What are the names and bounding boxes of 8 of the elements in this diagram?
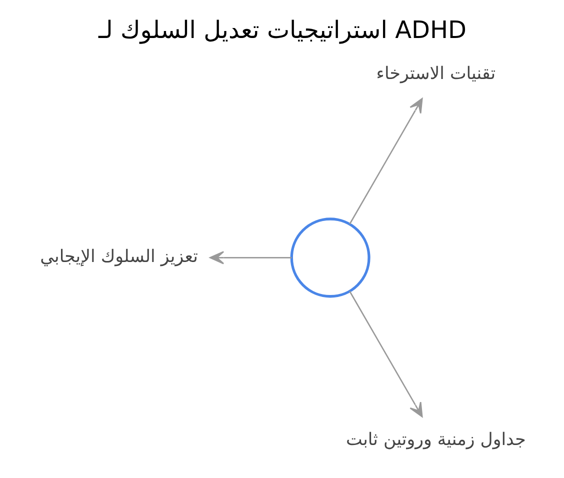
node-circle — [290, 218, 370, 298]
arrow — [348, 290, 422, 418]
node-text: جداول زمنية وروتين ثابت — [346, 430, 526, 450]
arrow — [348, 98, 422, 224]
node-text: تعزيز السلوك الإيجابي — [40, 247, 198, 268]
node-text: تقنيات الاسترخاء — [376, 64, 496, 84]
diagram-title: استراتيجيات تعديل السلوك لـ ADHD — [98, 16, 466, 44]
arrow — [209, 251, 292, 264]
